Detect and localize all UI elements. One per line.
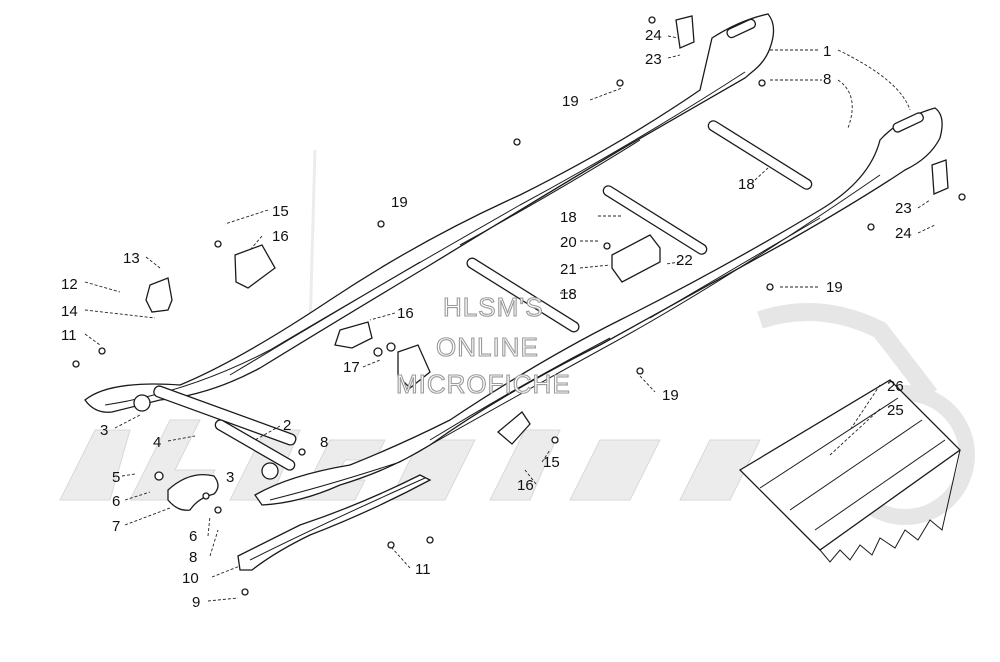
callout-2: 2 xyxy=(283,417,291,434)
callout-11: 11 xyxy=(61,327,77,344)
callout-24: 24 xyxy=(895,225,912,242)
mounting-brackets xyxy=(234,244,531,445)
callout-19: 19 xyxy=(662,387,679,404)
callout-13: 13 xyxy=(123,250,140,267)
callout-5: 5 xyxy=(112,469,120,486)
hardware-bolts xyxy=(72,16,966,596)
leader-lines xyxy=(84,35,936,602)
callout-18: 18 xyxy=(560,209,577,226)
callout-18: 18 xyxy=(560,286,577,303)
callout-11: 11 xyxy=(415,561,431,578)
callout-23: 23 xyxy=(895,200,912,217)
callout-25: 25 xyxy=(887,402,904,419)
callout-19: 19 xyxy=(826,279,843,296)
watermark-line-1: HLSM'S xyxy=(443,292,544,322)
callout-18: 18 xyxy=(738,176,755,193)
track-belt xyxy=(738,379,962,563)
callout-8: 8 xyxy=(189,549,197,566)
callout-19: 19 xyxy=(562,93,579,110)
callout-8: 8 xyxy=(823,71,831,88)
wear-strip-slide xyxy=(237,474,432,571)
callout-16: 16 xyxy=(397,305,414,322)
watermark-text: HLSM'S ONLINE MICROFICHE xyxy=(395,291,571,399)
callout-24: 24 xyxy=(645,27,662,44)
cross-shafts xyxy=(133,120,813,480)
callout-21: 21 xyxy=(560,261,577,278)
callout-16: 16 xyxy=(272,228,289,245)
callout-12: 12 xyxy=(61,276,78,293)
rear-blocks xyxy=(145,15,949,313)
callout-6: 6 xyxy=(189,528,197,545)
callout-1: 1 xyxy=(823,43,831,60)
callout-14: 14 xyxy=(61,303,78,320)
callout-9: 9 xyxy=(192,594,200,611)
callout-4: 4 xyxy=(153,434,161,451)
callout-15: 15 xyxy=(272,203,289,220)
watermark-line-2: ONLINE xyxy=(436,332,539,362)
callout-7: 7 xyxy=(112,518,120,535)
left-side-rail xyxy=(254,107,943,506)
callout-labels: 24 23 1 8 19 18 23 24 15 16 19 18 20 22 … xyxy=(61,27,912,611)
watermark-line-3: MICROFICHE xyxy=(396,369,571,399)
callout-10: 10 xyxy=(182,570,199,587)
callout-3: 3 xyxy=(100,422,108,439)
callout-19: 19 xyxy=(391,194,408,211)
callout-3: 3 xyxy=(226,469,234,486)
callout-23: 23 xyxy=(645,51,662,68)
callout-6: 6 xyxy=(112,493,120,510)
idler-wheel-assembly xyxy=(154,471,222,514)
callout-20: 20 xyxy=(560,234,577,251)
right-side-rail xyxy=(84,13,775,413)
callout-15: 15 xyxy=(543,454,560,471)
callout-26: 26 xyxy=(887,378,904,395)
callout-22: 22 xyxy=(676,252,693,269)
callout-17: 17 xyxy=(343,359,360,376)
callout-16: 16 xyxy=(517,477,534,494)
callout-8: 8 xyxy=(320,434,328,451)
